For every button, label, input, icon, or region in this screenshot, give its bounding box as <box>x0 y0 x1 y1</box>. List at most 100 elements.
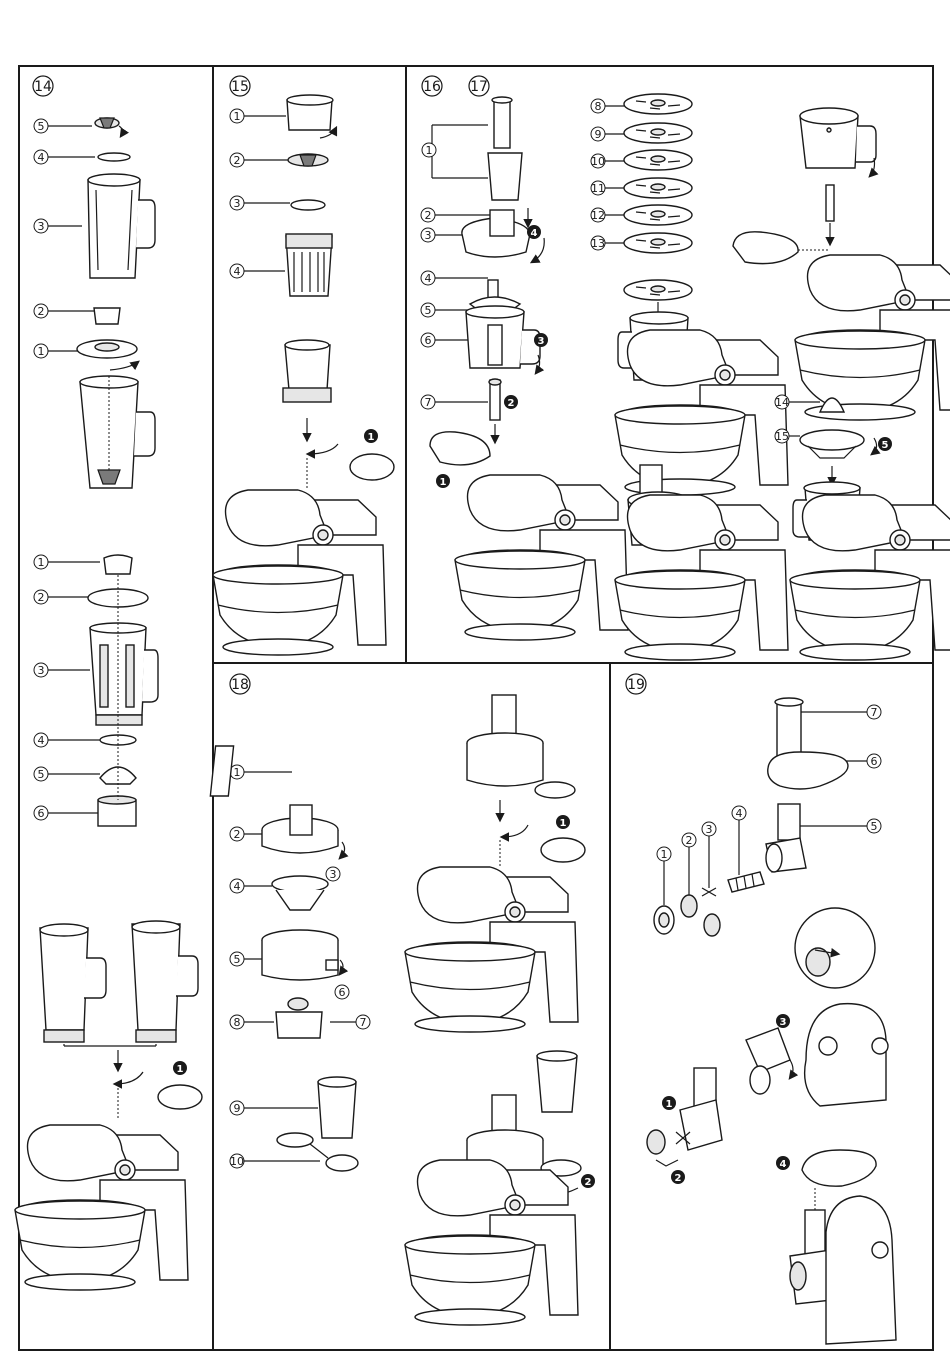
svg-text:4: 4 <box>736 807 743 820</box>
svg-text:1: 1 <box>666 1099 673 1110</box>
step-16-1: 1 <box>436 474 450 488</box>
panel-number-18: 18 <box>230 674 250 694</box>
blender-jar-icon <box>40 924 106 1042</box>
stand-mixer-icon <box>795 255 950 420</box>
svg-text:2: 2 <box>425 209 432 222</box>
blade-unit-icon <box>95 118 123 136</box>
svg-text:15: 15 <box>231 79 249 95</box>
callout-15-1: 1 <box>230 109 286 123</box>
svg-text:4: 4 <box>531 228 538 239</box>
bowl-icon <box>800 108 876 168</box>
svg-text:2: 2 <box>508 398 515 409</box>
step-14-1: 1 <box>173 1061 187 1075</box>
slicing-disc-icon <box>624 178 692 198</box>
callout-17-11: 11 <box>591 181 625 195</box>
callout-18-1: 1 <box>230 765 292 779</box>
svg-text:4: 4 <box>780 1159 787 1170</box>
callout-18-3: 3 <box>326 867 340 881</box>
meat-grinder-icon <box>766 804 806 872</box>
lid-icon <box>262 805 338 853</box>
svg-text:1: 1 <box>234 110 241 123</box>
step-18-2: 2 <box>581 1174 595 1188</box>
callout-19-7: 7 <box>800 705 881 719</box>
step-16-3: 3 <box>534 333 548 347</box>
callout-14a-1: 1 <box>34 344 80 358</box>
meat-grinder-icon <box>746 1028 790 1094</box>
filler-cap-icon <box>94 308 120 324</box>
stand-mixer-icon <box>15 1125 188 1290</box>
panel-19-meat-grinder: 7 6 5 1 2 3 4 3 1 2 4 <box>647 698 896 1344</box>
svg-text:16: 16 <box>423 79 441 95</box>
svg-text:1: 1 <box>661 848 668 861</box>
worm-icon <box>728 872 764 892</box>
svg-text:3: 3 <box>425 229 432 242</box>
callout-14b-6: 6 <box>34 806 98 820</box>
mincer-screen-icon <box>681 895 697 917</box>
svg-text:18: 18 <box>231 677 249 693</box>
mincer-screen-icon <box>647 1130 665 1154</box>
svg-text:7: 7 <box>425 396 432 409</box>
svg-text:2: 2 <box>675 1173 682 1184</box>
svg-text:9: 9 <box>234 1102 241 1115</box>
svg-text:4: 4 <box>38 734 45 747</box>
callout-15-4: 4 <box>230 264 285 278</box>
svg-text:3: 3 <box>38 220 45 233</box>
mincer-screen-icon <box>704 914 720 936</box>
lid-icon <box>462 210 530 257</box>
callout-17-15: 15 <box>775 429 800 443</box>
meat-grinder-icon <box>680 1068 722 1150</box>
stand-mixer-icon <box>455 475 628 640</box>
svg-text:4: 4 <box>234 880 241 893</box>
callout-14a-5: 5 <box>34 119 92 133</box>
panel-number-15: 15 <box>230 76 250 96</box>
callout-18-6: 6 <box>335 985 349 999</box>
callout-14a-2: 2 <box>34 304 95 318</box>
step-16-4: 4 <box>527 225 541 239</box>
svg-text:6: 6 <box>425 334 432 347</box>
callout-15-2: 2 <box>230 153 288 167</box>
callout-19-3: 3 <box>702 822 716 888</box>
mill-blade-icon <box>288 154 328 166</box>
outlet-cover-icon <box>158 1085 202 1109</box>
svg-text:3: 3 <box>330 868 337 881</box>
panel-18-centrifugal-juicer: 1 2 3 4 5 6 7 8 9 10 1 2 <box>210 695 595 1325</box>
svg-text:12: 12 <box>591 209 605 222</box>
slicing-disc-icon <box>624 150 692 170</box>
mill-jar-icon <box>286 234 332 296</box>
drive-shaft-icon <box>489 379 501 420</box>
juice-cup-icon <box>318 1077 356 1138</box>
callout-19-2: 2 <box>682 833 696 895</box>
mill-jar-icon <box>283 340 331 402</box>
blender-jar-icon <box>132 921 198 1042</box>
panel-number-19: 19 <box>626 674 646 694</box>
svg-text:2: 2 <box>686 834 693 847</box>
svg-text:8: 8 <box>234 1016 241 1029</box>
callout-14a-4: 4 <box>34 150 95 164</box>
juicer-bowl-icon <box>262 930 338 980</box>
callout-17-9: 9 <box>591 127 625 141</box>
callout-16-6: 6 <box>421 333 468 347</box>
callout-16-4: 4 <box>421 271 488 285</box>
svg-text:6: 6 <box>339 986 346 999</box>
callout-14b-3: 3 <box>34 663 90 677</box>
lid-icon <box>77 340 138 370</box>
callout-18-10: 10 <box>230 1154 320 1168</box>
juice-cup-icon <box>537 1051 577 1112</box>
callout-17-12: 12 <box>591 208 625 222</box>
sieve-icon <box>800 430 864 458</box>
step-19-2: 2 <box>671 1170 685 1184</box>
pusher-large-icon <box>488 153 522 200</box>
panel-15-mill-assembly: 1 2 3 4 1 <box>213 95 394 655</box>
callout-17-14: 14 <box>775 395 820 409</box>
callout-18-9: 9 <box>230 1101 318 1115</box>
pusher-icon <box>492 97 512 148</box>
svg-text:7: 7 <box>360 1016 367 1029</box>
base-ring-icon <box>98 796 136 826</box>
callout-14b-1: 1 <box>34 555 100 569</box>
callout-18-5: 5 <box>230 952 262 966</box>
stand-mixer-icon <box>790 495 950 660</box>
svg-text:1: 1 <box>440 477 447 488</box>
stand-mixer-icon <box>405 1160 578 1325</box>
callout-14a-3: 3 <box>34 219 82 233</box>
svg-text:17: 17 <box>470 79 488 95</box>
